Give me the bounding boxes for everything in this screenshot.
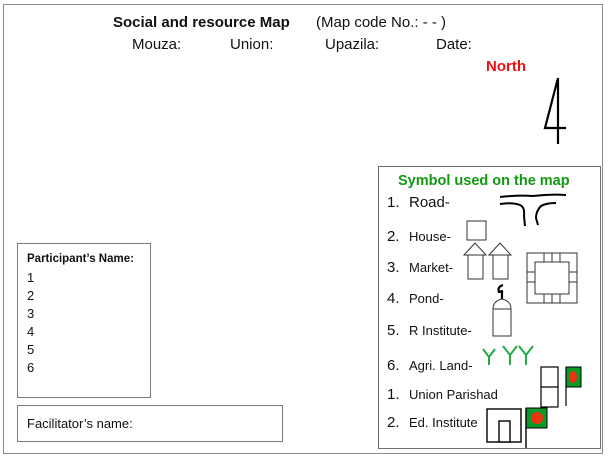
union-parishad-icon [540, 366, 582, 408]
legend-item-number: 5. [387, 322, 400, 339]
participant-row: 4 [27, 324, 35, 339]
map-code: (Map code No.: - - ) [316, 14, 447, 31]
legend-item-label: Agri. Land- [409, 358, 473, 373]
legend-item-label: House- [409, 229, 451, 244]
legend-item-number: 3. [387, 259, 400, 276]
legend-item-agri-land: 6. Agri. Land- [387, 357, 473, 374]
market-icon [462, 242, 513, 280]
agri-land-icon [482, 345, 534, 365]
date-field: Date: [436, 36, 472, 53]
ed-institute-icon [486, 407, 548, 448]
legend-item-r-institute: 5. R Institute- [387, 322, 472, 339]
legend-item-number: 1. [387, 194, 400, 211]
legend-item-number: 2. [387, 414, 400, 431]
legend-item-label: Union Parishad [409, 387, 498, 402]
participants-box: Participant’s Name: 1 2 3 4 5 6 [17, 243, 151, 398]
union-field: Union: [230, 36, 274, 53]
participant-row: 6 [27, 360, 35, 375]
legend-item-number: 1. [387, 386, 400, 403]
legend-item-number: 4. [387, 290, 400, 307]
legend-item-number: 2. [387, 228, 400, 245]
pond-icon [526, 252, 578, 304]
participant-row: 1 [27, 270, 35, 285]
legend-box [378, 166, 601, 449]
north-label: North [486, 58, 526, 75]
legend-item-market: 3. Market- [387, 259, 453, 276]
upazila-field: Upazila: [325, 36, 380, 53]
facilitator-box: Facilitator’s name: [17, 405, 283, 442]
legend-item-label: Market- [409, 260, 454, 275]
legend-item-ed-institute: 2. Ed. Institute [387, 414, 478, 431]
legend-item-label: R Institute- [409, 323, 472, 338]
house-icon [466, 220, 487, 241]
facilitator-label: Facilitator’s name: [27, 416, 133, 431]
legend-item-number: 6. [387, 357, 400, 374]
legend-item-pond: 4. Pond- [387, 290, 444, 307]
legend-item-label: Pond- [409, 291, 444, 306]
legend-item-road: 1. Road- [387, 194, 450, 211]
mouza-field: Mouza: [132, 36, 182, 53]
legend-item-house: 2. House- [387, 228, 451, 245]
north-arrow-icon [543, 77, 566, 144]
page-title: Social and resource Map [113, 14, 290, 31]
participants-heading: Participant’s Name: [27, 253, 134, 265]
map-sheet-frame [3, 4, 603, 454]
religious-institute-icon [492, 283, 512, 337]
legend-item-label: Ed. Institute [409, 415, 478, 430]
legend-item-label: Road- [409, 194, 450, 211]
participant-row: 5 [27, 342, 35, 357]
legend-item-union-parishad: 1. Union Parishad [387, 386, 498, 403]
road-icon [499, 193, 567, 227]
participant-row: 2 [27, 288, 35, 303]
legend-title: Symbol used on the map [398, 173, 570, 189]
participant-row: 3 [27, 306, 35, 321]
